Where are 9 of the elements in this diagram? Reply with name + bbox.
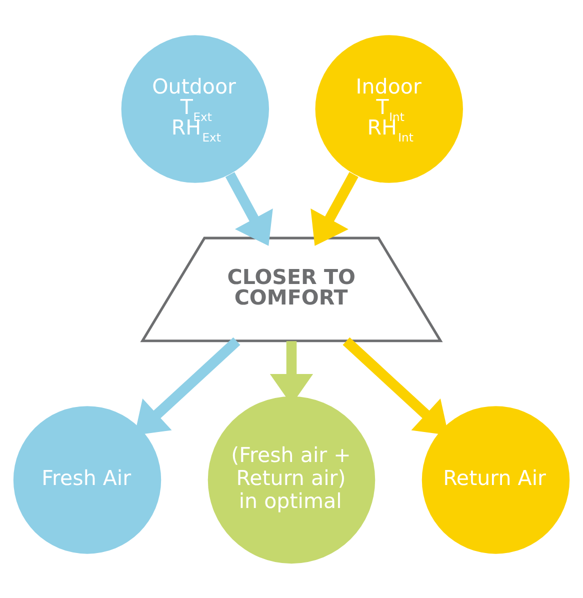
node-circle: Indoor T$_{Int}$ RH$_{Int}$ bbox=[315, 34, 463, 182]
node-circle: Fresh Air bbox=[13, 406, 162, 554]
arrow bbox=[134, 336, 240, 435]
node-circle: Return Air bbox=[422, 406, 570, 554]
arrow bbox=[342, 336, 449, 435]
node-circle: (Fresh air + Return air) in optimal bbox=[208, 396, 376, 564]
arrow bbox=[310, 172, 358, 246]
node-circle: Outdoor T$_{Ext}$ RH$_{Ext}$ bbox=[121, 34, 270, 182]
arrow bbox=[225, 172, 273, 246]
